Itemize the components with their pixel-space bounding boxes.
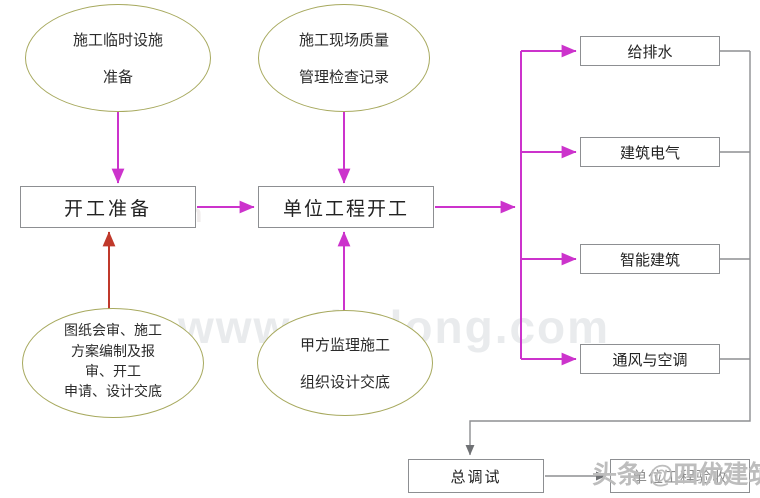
node-water-supply[interactable]: 给排水 (580, 36, 720, 66)
node-drawing-docs-line-1: 图纸会审、施工 (64, 324, 162, 340)
node-handover-line-2: 组织设计交底 (299, 375, 390, 391)
node-prep-facility-line-2: 准备 (102, 70, 133, 86)
node-handover-line-1: 甲方监理施工 (299, 338, 390, 354)
node-drawing-docs-line-3: 审、开工 (85, 365, 141, 380)
node-drawing-docs[interactable]: 图纸会审、施工 方案编制及报 审、开工 申请、设计交底 (22, 308, 204, 418)
node-handover[interactable]: 甲方监理施工 组织设计交底 (257, 310, 433, 416)
node-hvac[interactable]: 通风与空调 (580, 344, 720, 374)
node-prep-facility[interactable]: 施工临时设施 准备 (25, 4, 211, 112)
node-start-prep[interactable]: 开工准备 (20, 186, 196, 228)
node-quality-record[interactable]: 施工现场质量 管理检查记录 (258, 4, 430, 112)
node-quality-record-line-1: 施工现场质量 (298, 33, 389, 49)
node-commissioning[interactable]: 总调试 (408, 459, 544, 493)
node-drawing-docs-line-2: 方案编制及报 (71, 344, 155, 360)
node-drawing-docs-line-4: 申请、设计交底 (64, 385, 162, 401)
node-unit-start[interactable]: 单位工程开工 (258, 186, 434, 228)
node-smart-building[interactable]: 智能建筑 (580, 244, 720, 274)
node-building-electric[interactable]: 建筑电气 (580, 137, 720, 167)
node-unit-acceptance[interactable]: 单位工程验收 (610, 459, 750, 493)
node-prep-facility-line-1: 施工临时设施 (72, 33, 163, 49)
node-quality-record-line-2: 管理检查记录 (298, 70, 389, 86)
